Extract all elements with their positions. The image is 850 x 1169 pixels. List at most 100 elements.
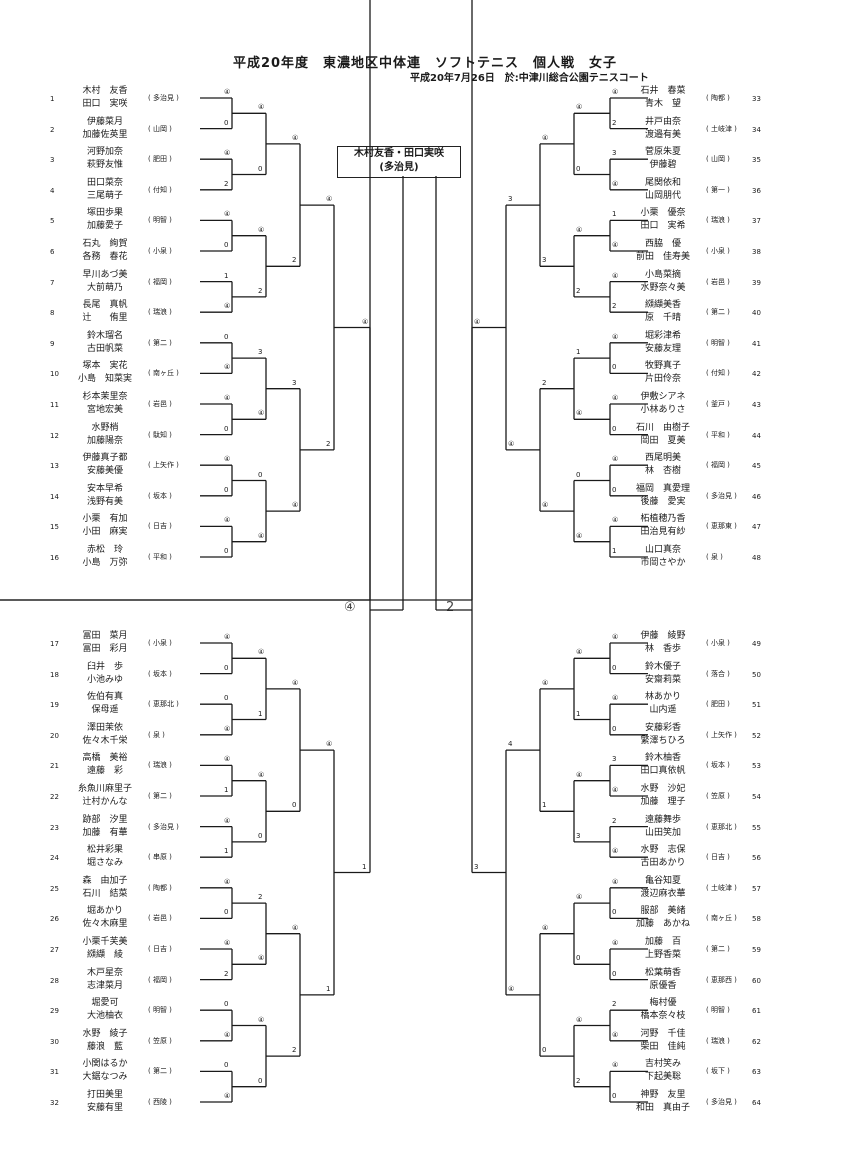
player-1: 糸魚川麻里子: [77, 784, 132, 794]
entry-number: 25: [50, 884, 59, 893]
right-r1-score: 3: [612, 149, 617, 158]
left-r3-score: ④: [292, 923, 299, 932]
left-r1-score: ④: [224, 633, 231, 641]
left-r1-score: ④: [224, 755, 231, 764]
right-r3-score: 3: [542, 256, 547, 265]
right-r1-score: 0: [612, 908, 617, 917]
school-name: ( 平和 ): [706, 430, 730, 439]
school-name: ( 明智 ): [706, 338, 730, 347]
entry-number: 37: [752, 217, 761, 226]
entry-number: 52: [752, 731, 761, 740]
right-r1-score: 0: [612, 485, 617, 494]
left-r1-score: ④: [224, 455, 231, 464]
right-r1-score: ④: [612, 694, 619, 703]
player-2: 加藤愛子: [86, 221, 123, 232]
player-2: 大前萌乃: [86, 282, 123, 293]
right-r1-score: 0: [612, 724, 617, 733]
left-r1-score: ④: [224, 302, 231, 311]
player-2: 伊藤碧: [649, 160, 677, 171]
entry-number: 28: [50, 976, 59, 985]
right-r2-score: 0: [576, 470, 581, 479]
right-r1-score: 0: [612, 1092, 617, 1100]
right-r1-score: 2: [612, 1000, 617, 1009]
school-name: ( 土岐津 ): [706, 124, 737, 133]
left-r2-score: ④: [258, 1015, 265, 1024]
right-r1-score: ④: [612, 847, 619, 856]
player-2: 宮地宏美: [86, 405, 123, 415]
player-1: 鈴木優子: [644, 661, 681, 672]
player-2: 加藤 理子: [640, 797, 686, 807]
left-r1-score: 0: [224, 485, 229, 494]
player-1: 西尾明美: [644, 453, 681, 464]
left-r3-score: ④: [292, 501, 299, 510]
school-name: ( 坂下 ): [706, 1067, 730, 1076]
player-2: 遠藤 彩: [86, 766, 123, 777]
entry-number: 14: [50, 492, 59, 501]
left-r1-score: 0: [224, 241, 229, 249]
player-1: 冨田 菜月: [82, 631, 128, 641]
player-2: 小島 万弥: [82, 558, 128, 568]
entry-number: 2: [50, 125, 55, 134]
entry-number: 47: [752, 523, 761, 532]
school-name: ( 恵那北 ): [706, 822, 737, 831]
left-r2-score: ④: [258, 648, 265, 657]
player-1: 伊敷シアネ: [640, 392, 686, 402]
school-name: ( 第二 ): [706, 308, 730, 317]
player-2: 和田 真由子: [635, 1103, 690, 1113]
left-r3-score: ④: [292, 678, 299, 687]
entry-number: 13: [50, 462, 59, 471]
left-r1-score: ④: [224, 1030, 231, 1039]
right-r2-score: 1: [576, 709, 581, 718]
right-r1-score: ④: [612, 1061, 619, 1070]
final-right-score: 2: [446, 600, 455, 615]
player-2: 佐々木千栄: [82, 735, 128, 746]
right-r4-score: 3: [508, 195, 513, 204]
player-1: 安藤彩香: [644, 722, 681, 733]
champion-school: (多治見): [379, 162, 419, 173]
right-r3-score: 1: [542, 801, 547, 810]
player-1: 安本早希: [86, 483, 123, 494]
left-r4-score: ④: [326, 740, 333, 749]
player-1: 神野 友里: [640, 1090, 686, 1100]
entry-number: 17: [50, 640, 59, 648]
player-2: 志津菜月: [86, 980, 123, 991]
player-2: 小島 知菜実: [77, 374, 132, 385]
entry-number: 10: [50, 370, 59, 379]
player-2: 安藤美優: [86, 466, 123, 477]
player-1: 打田美里: [86, 1090, 123, 1100]
left-r1-score: ④: [224, 939, 231, 947]
school-name: ( 上矢作 ): [706, 730, 737, 739]
school-name: ( 山岡 ): [706, 155, 730, 164]
left-r3-score: 3: [292, 378, 297, 387]
left-r1-score: ④: [224, 877, 231, 886]
left-r2-score: ④: [258, 531, 265, 540]
player-2: 加藤佐英里: [82, 129, 128, 140]
entry-number: 15: [50, 523, 59, 532]
left-r5-score: 1: [362, 862, 367, 871]
player-1: 山口真奈: [644, 545, 681, 555]
right-r1-score: ④: [612, 241, 619, 249]
left-r2-score: 2: [258, 893, 263, 902]
school-name: ( 土岐津 ): [706, 883, 737, 892]
player-2: 渡邉有美: [644, 129, 681, 140]
right-r1-score: ④: [612, 1030, 619, 1039]
entry-number: 18: [50, 670, 59, 679]
entry-number: 29: [50, 1007, 59, 1016]
player-1: 澤田茉依: [86, 722, 123, 733]
entry-number: 40: [752, 309, 761, 318]
entry-number: 45: [752, 462, 761, 471]
left-r4-score: 2: [326, 439, 331, 448]
right-r1-score: ④: [612, 271, 619, 280]
left-r1-score: 0: [224, 1061, 229, 1070]
player-2: 繁澤ちひろ: [640, 735, 686, 746]
player-1: 吉村笑み: [644, 1059, 681, 1070]
player-1: 菅原朱夏: [644, 147, 681, 158]
player-1: 小関はるか: [82, 1059, 128, 1070]
player-1: 牧野真子: [644, 361, 681, 372]
player-2: 辻村かんな: [82, 797, 128, 807]
player-1: 小栗 有加: [82, 514, 128, 525]
school-name: ( 小泉 ): [706, 247, 730, 255]
entry-number: 41: [752, 339, 761, 348]
left-r1-score: ④: [224, 210, 231, 219]
